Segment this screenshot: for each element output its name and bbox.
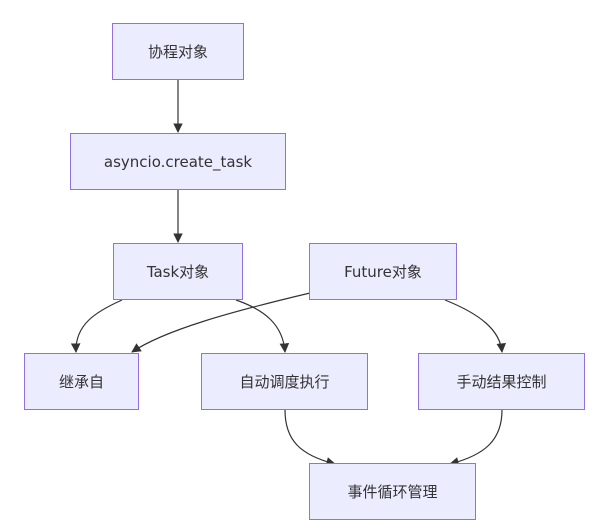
edge-auto-to-loop xyxy=(284,409,336,467)
node-coroutine-object: 协程对象 xyxy=(112,23,244,80)
node-inherit-from: 继承自 xyxy=(24,353,139,410)
edge-future-to-manual xyxy=(444,299,506,353)
node-task-object: Task对象 xyxy=(113,243,243,300)
node-manual-result-control: 手动结果控制 xyxy=(418,353,585,410)
node-auto-scheduling: 自动调度执行 xyxy=(201,353,368,410)
edge-future-to-inherit xyxy=(131,292,311,353)
node-event-loop-management: 事件循环管理 xyxy=(309,463,476,520)
edge-task-to-auto xyxy=(235,299,290,353)
node-future-object: Future对象 xyxy=(309,243,457,300)
edge-manual-to-loop xyxy=(449,409,503,467)
node-create-task: asyncio.create_task xyxy=(70,133,286,190)
edge-task-to-inherit xyxy=(70,299,123,353)
